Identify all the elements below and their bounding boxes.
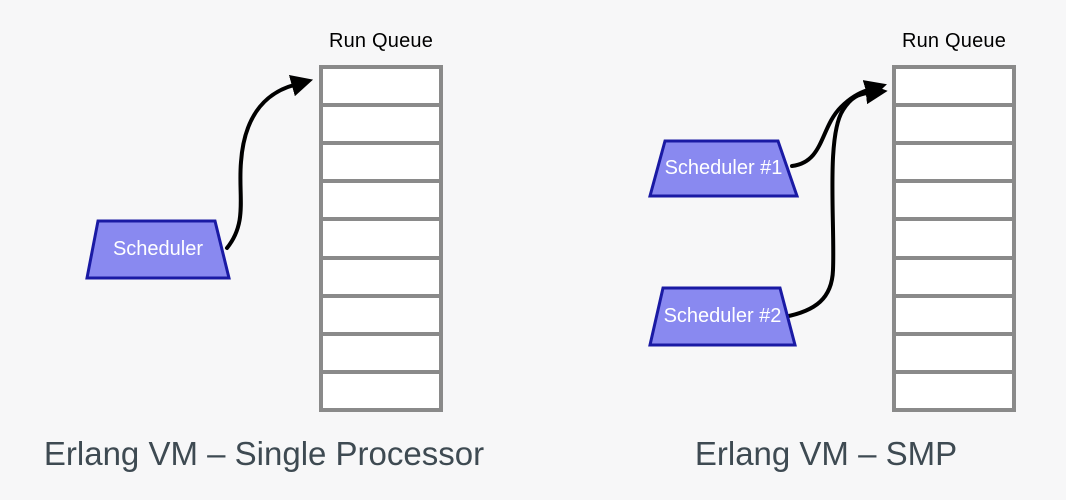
arrow-scheduler1-to-runqueue: [790, 80, 887, 168]
panel-caption-smp: Erlang VM – SMP: [694, 435, 958, 472]
run-queue-title: Run Queue: [328, 30, 434, 52]
run-queue-slot: [896, 259, 1012, 298]
run-queue-slot: [896, 145, 1012, 184]
run-queue-title: Run Queue: [901, 30, 1007, 52]
panel-caption-single-processor: Erlang VM – Single Processor: [43, 435, 485, 472]
run-queue-slot: [323, 183, 439, 222]
run-queue-slot: [323, 373, 439, 408]
run-queue-slot: [323, 221, 439, 260]
run-queue-slot: [323, 297, 439, 336]
scheduler1-trapezoid: [648, 139, 800, 198]
run-queue-slot: [896, 373, 1012, 408]
run-queue-slot: [896, 107, 1012, 146]
scheduler-trapezoid: [85, 219, 231, 280]
run-queue: [892, 65, 1016, 412]
run-queue-slot: [323, 259, 439, 298]
arrow-scheduler-to-runqueue: [225, 75, 314, 250]
scheduler2-trapezoid: [648, 286, 797, 347]
run-queue: [319, 65, 443, 412]
run-queue-slot: [323, 335, 439, 374]
run-queue-slot: [896, 335, 1012, 374]
run-queue-slot: [896, 221, 1012, 260]
run-queue-slot: [323, 145, 439, 184]
run-queue-slot: [896, 183, 1012, 222]
run-queue-slot: [896, 69, 1012, 108]
run-queue-slot: [323, 69, 439, 108]
arrow-scheduler2-to-runqueue: [782, 82, 888, 319]
run-queue-slot: [323, 107, 439, 146]
run-queue-slot: [896, 297, 1012, 336]
